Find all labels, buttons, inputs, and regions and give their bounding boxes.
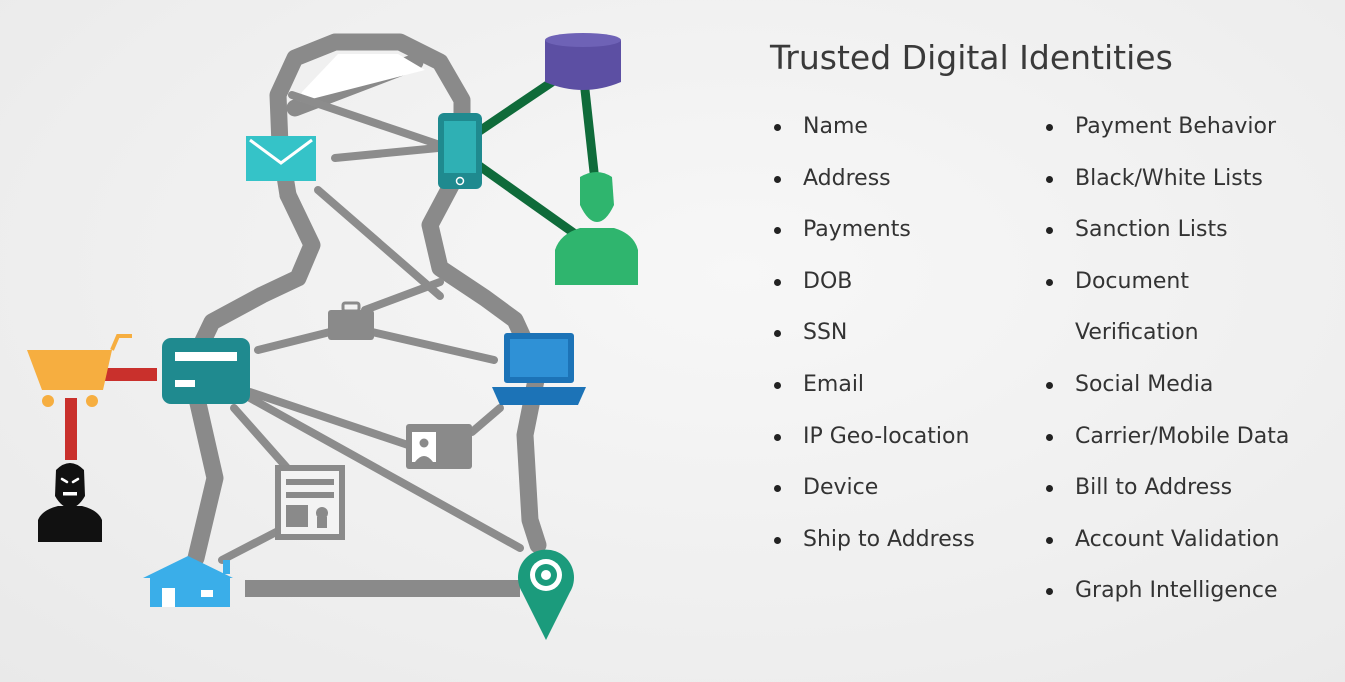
briefcase-icon bbox=[328, 301, 374, 340]
list-item: IP Geo-location bbox=[772, 411, 975, 463]
identity-attribute-list-left: Name Address Payments DOB SSN Email IP G… bbox=[772, 101, 975, 565]
list-item: Document bbox=[1044, 256, 1289, 308]
list-item: Device bbox=[772, 462, 975, 514]
credit-card-icon bbox=[162, 338, 250, 404]
laptop-icon bbox=[492, 333, 586, 405]
list-item: Black/White Lists bbox=[1044, 153, 1289, 205]
id-badge-icon bbox=[406, 424, 472, 469]
list-item: Social Media bbox=[1044, 359, 1289, 411]
list-item-continuation: Verification bbox=[1075, 320, 1199, 346]
list-item: Sanction Lists bbox=[1044, 204, 1289, 256]
person-icon bbox=[555, 172, 638, 285]
page-title: Trusted Digital Identities bbox=[770, 38, 1173, 77]
list-item: Carrier/Mobile Data bbox=[1044, 411, 1289, 463]
shopping-cart-icon bbox=[27, 334, 132, 407]
list-item: Bill to Address bbox=[1044, 462, 1289, 514]
fraudster-icon bbox=[38, 463, 102, 542]
list-item: Ship to Address bbox=[772, 514, 975, 566]
list-item: Address bbox=[772, 153, 975, 205]
list-item: Name bbox=[772, 101, 975, 153]
list-item: Graph Intelligence bbox=[1044, 565, 1289, 617]
mobile-phone-icon bbox=[438, 113, 482, 189]
list-item: Email bbox=[772, 359, 975, 411]
identity-attribute-list-right: Payment Behavior Black/White Lists Sanct… bbox=[1044, 101, 1289, 617]
list-item: DOB bbox=[772, 256, 975, 308]
bottom-bar bbox=[245, 580, 520, 597]
list-item: SSN bbox=[772, 307, 975, 359]
fraud-links bbox=[65, 368, 157, 460]
identity-network-diagram bbox=[27, 33, 638, 640]
list-item: Payment Behavior bbox=[1044, 101, 1289, 153]
document-certificate-icon bbox=[275, 465, 345, 540]
database-icon bbox=[545, 33, 621, 90]
email-icon bbox=[246, 136, 316, 181]
location-pin-icon bbox=[518, 549, 574, 640]
list-item: Payments bbox=[772, 204, 975, 256]
list-item: Account Validation bbox=[1044, 514, 1289, 566]
green-links bbox=[473, 75, 599, 241]
house-icon bbox=[143, 556, 233, 607]
head-highlight bbox=[300, 54, 425, 102]
